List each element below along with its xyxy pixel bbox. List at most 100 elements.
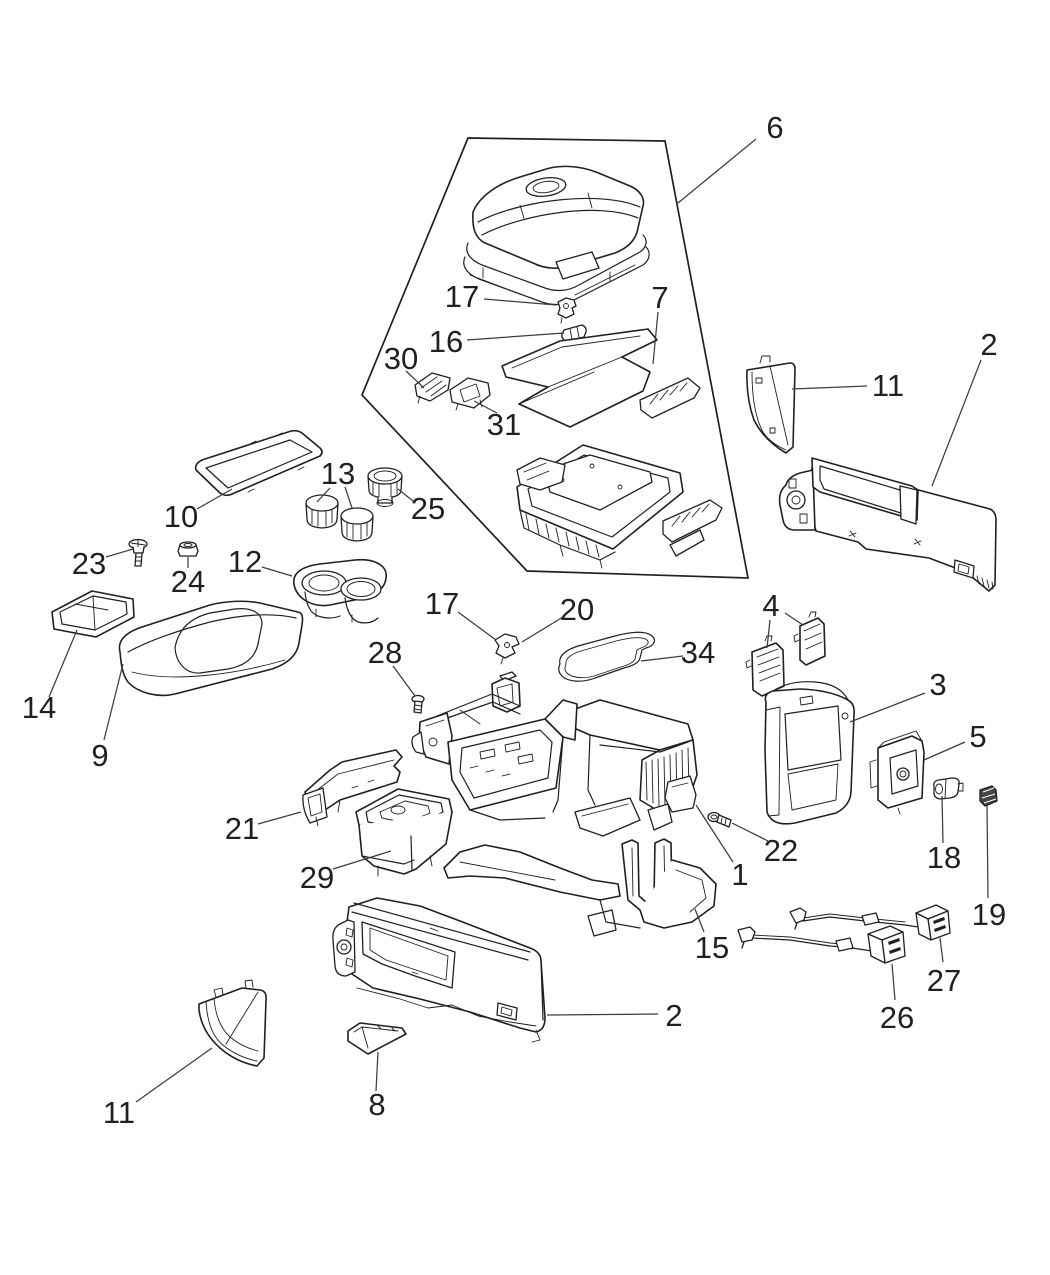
leader-line-4 [784,612,804,626]
part-9-top-pad [118,600,304,697]
part-2-side-panel-upper [778,457,997,592]
leader-line-17-upper [483,298,557,306]
callout-5: 5 [969,719,986,754]
callout-4: 4 [762,588,779,623]
callout-1: 1 [731,857,748,892]
slide-rail-lower [662,499,723,557]
callout-18: 18 [927,840,961,875]
leader-line-16 [466,332,565,341]
callout-12: 12 [228,544,262,579]
callout-21: 21 [225,811,259,846]
part-31-bracket [449,377,491,411]
part-2-front-panel-lower [332,897,546,1043]
part-13-cup-liners [305,494,374,542]
callout-26: 26 [880,1000,914,1035]
leader-line-34 [640,655,684,662]
leader-line-17-middle [457,611,497,641]
leader-line-12 [261,566,293,577]
part-34-gasket [558,631,656,682]
callout-11-lower: 11 [103,1095,135,1130]
leader-line-5 [923,741,966,761]
part-17-20-latch [494,633,520,665]
part-28-screw [411,694,425,714]
callout-16: 16 [429,324,463,359]
callout-9: 9 [91,738,108,773]
callout-24: 24 [171,564,205,599]
callout-8: 8 [368,1087,385,1122]
slide-rail-upper [639,377,701,419]
leader-line-13 [316,487,331,503]
part-17-latch-upper [557,297,577,324]
part-14-tray [51,590,135,638]
callout-22: 22 [764,833,798,868]
part-11-corner-trim-lower [198,979,267,1067]
leader-line-11-lower [135,1047,213,1103]
part-15-duct [443,838,717,937]
callout-2-upper: 2 [980,327,997,362]
callout-10: 10 [164,499,198,534]
part-22-bolt [707,811,732,828]
leader-line-19 [986,805,989,899]
leader-line-28 [392,665,416,697]
part-29-storage-bin [355,788,453,877]
part-3-rear-panel [764,681,855,825]
part-6-armrest-lid [463,165,650,306]
leader-line-31 [473,400,498,414]
leader-line-26 [891,963,896,1001]
leader-line-23 [105,548,134,558]
leader-line-7 [652,311,659,365]
leader-line-14 [48,629,78,698]
callout-30: 30 [384,341,418,376]
part-11-corner-trim-upper [746,355,796,454]
part-27-usb-harness [789,904,951,941]
callout-2-lower: 2 [665,998,682,1033]
callout-6: 6 [766,110,783,145]
callout-29: 29 [300,860,334,895]
leader-line-4 [766,619,771,649]
leader-line-22 [731,822,769,842]
leader-line-27 [939,937,944,963]
callout-17-upper: 17 [445,279,479,314]
leader-line-15 [694,908,705,933]
callout-7: 7 [651,280,668,315]
callout-27: 27 [927,963,961,998]
part-19-cap [979,785,998,807]
part-7-tray [501,328,658,428]
leader-line-6 [677,138,757,204]
callout-34: 34 [681,635,715,670]
part-25-knob [367,467,403,507]
leader-line-8 [375,1051,379,1092]
part-6-boundary [361,137,750,579]
leader-line-13 [344,486,353,509]
callout-23: 23 [72,546,106,581]
leader-line-10 [196,488,233,510]
callout-3: 3 [929,667,946,702]
part-12-cupholder [293,558,387,624]
callout-25: 25 [411,491,445,526]
leader-line-18 [941,795,944,844]
leader-line-1 [695,804,734,863]
callout-20: 20 [560,592,594,627]
callout-15: 15 [695,930,729,965]
leader-line-30 [405,370,425,389]
part-8-cover-plate [347,1022,407,1055]
part-23-screw [128,538,148,567]
part-10-lid [194,429,323,497]
callout-17-middle: 17 [425,586,459,621]
part-21-bracket [302,749,403,827]
leader-line-21 [257,811,302,825]
part-30-bracket [414,372,451,404]
callout-11-upper: 11 [872,368,904,403]
part-26-usb-harness [737,925,906,964]
leader-line-3 [849,692,926,723]
leader-line-25 [397,488,414,502]
leader-line-29 [332,850,392,870]
callout-19: 19 [972,897,1006,932]
callout-14: 14 [22,690,56,725]
part-6-armrest-base [516,444,684,569]
leader-line-20 [521,616,564,643]
callout-28: 28 [368,635,402,670]
